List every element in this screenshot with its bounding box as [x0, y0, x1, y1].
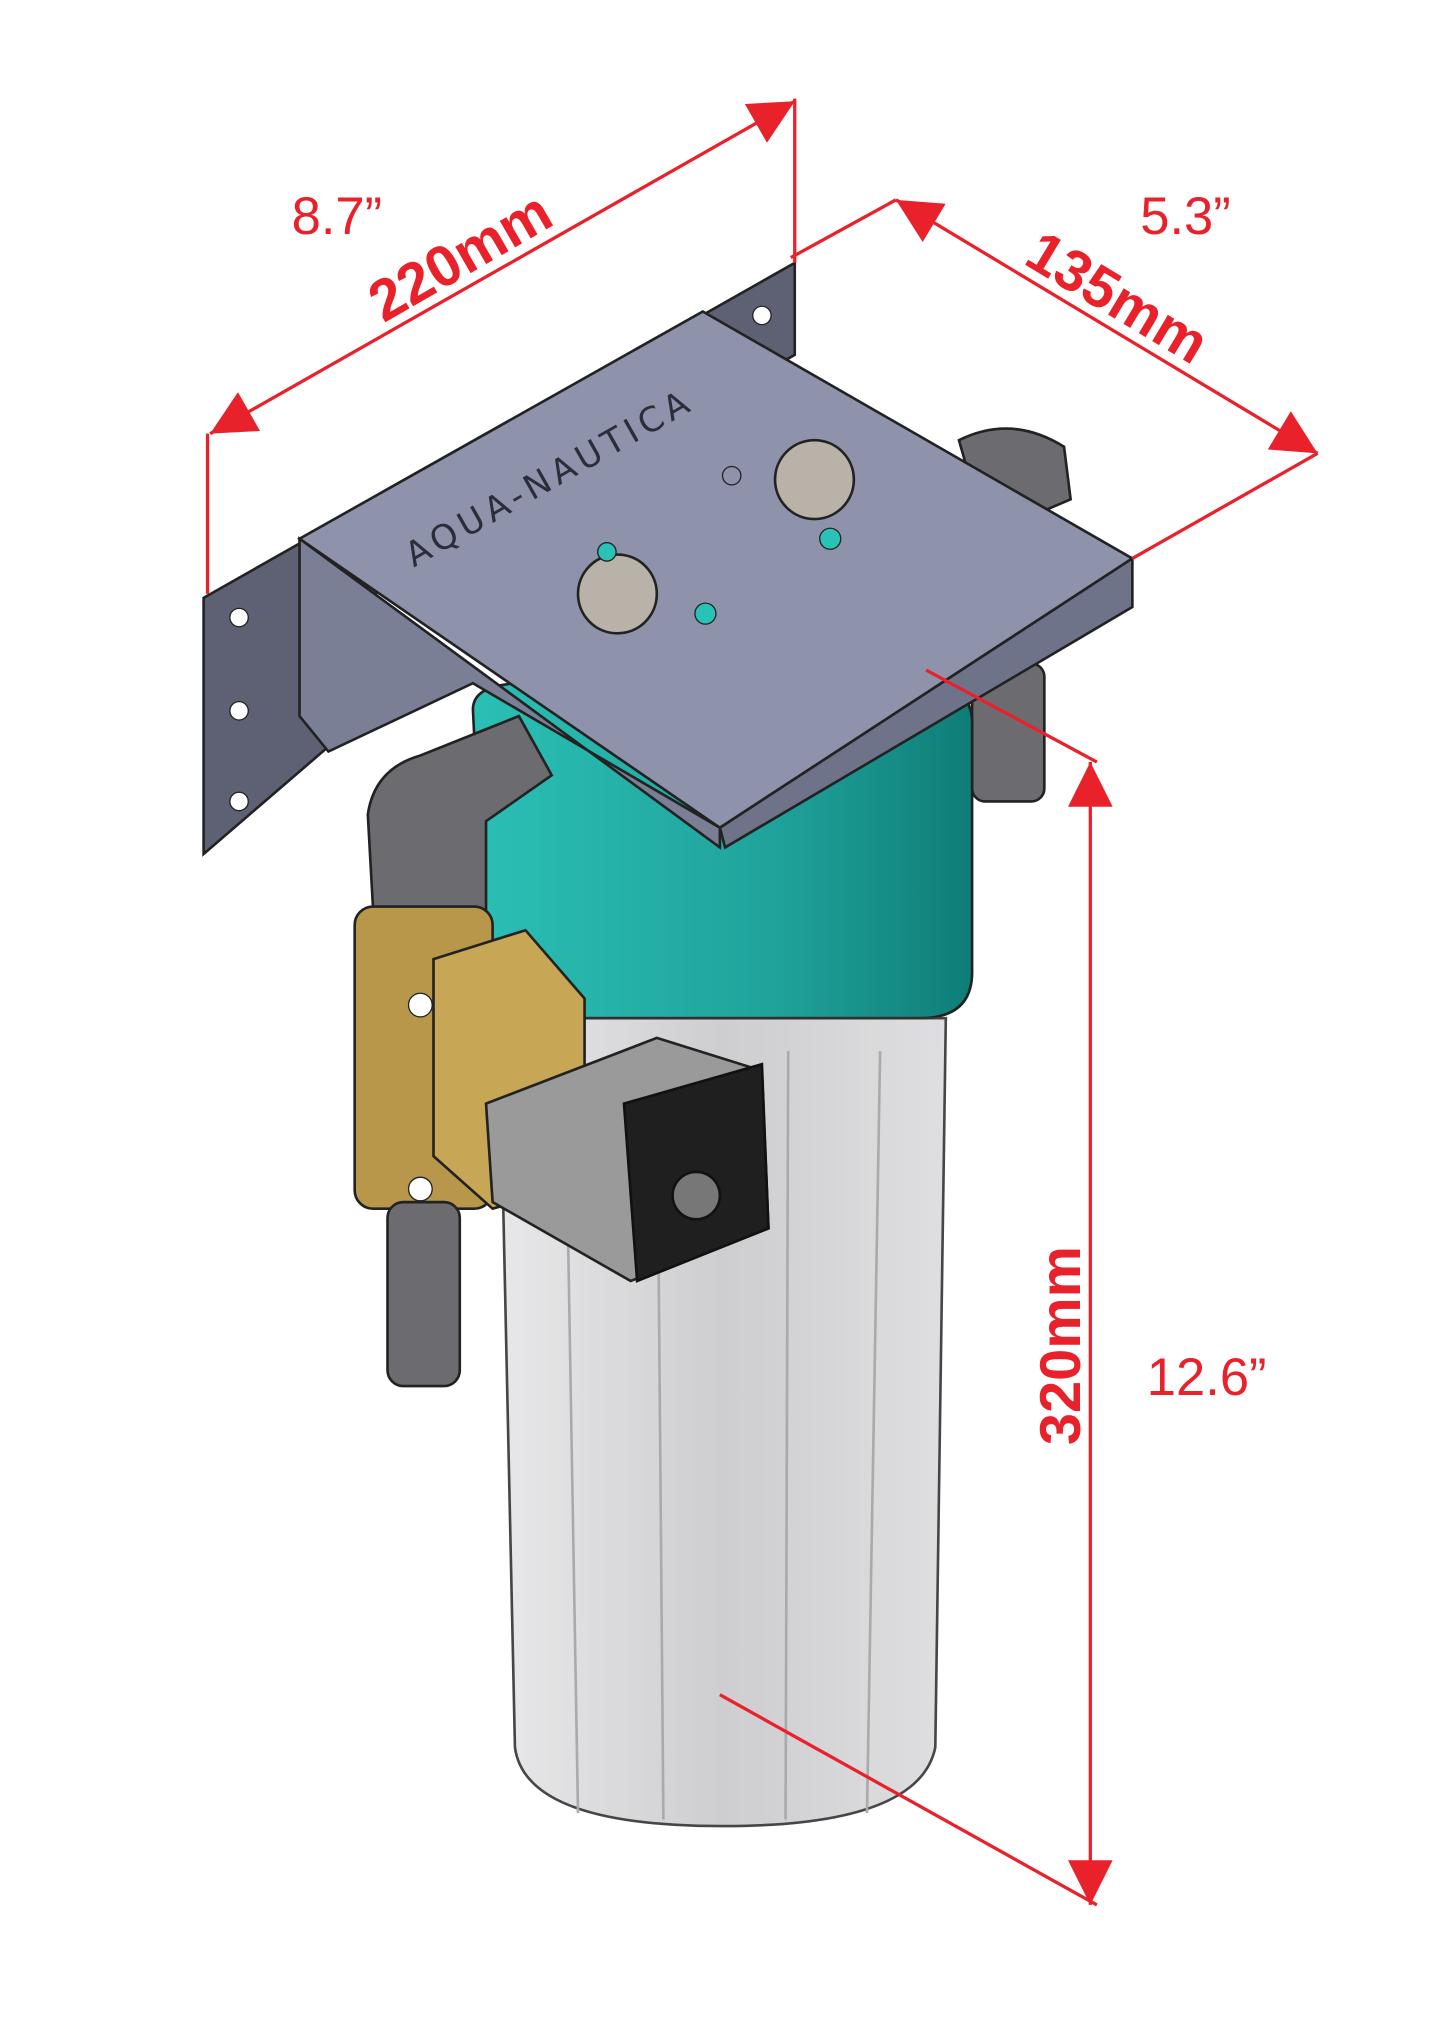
height-extension-line — [925, 668, 1098, 764]
inlet-elbow — [366, 714, 554, 935]
solenoid-nut — [671, 1170, 722, 1221]
height-imperial-label: 12.6” — [1147, 1348, 1267, 1407]
dimension-annotations — [205, 98, 1319, 1907]
width-imperial-label: 8.7” — [292, 187, 383, 246]
hose-barb — [386, 1200, 462, 1388]
depth-extension-line — [1131, 451, 1319, 560]
height-extension-line — [719, 1693, 1098, 1907]
depth-dimension-line — [895, 198, 1319, 455]
mount-hole — [229, 791, 249, 812]
width-metric-label: 220mm — [358, 180, 563, 335]
mount-hole — [229, 607, 249, 628]
screw — [773, 438, 856, 521]
screw — [576, 553, 659, 635]
filter-assembly: AQUA-NAUTICA — [202, 260, 1135, 1828]
depth-imperial-label: 5.3” — [1140, 187, 1231, 246]
mount-hole — [752, 305, 772, 326]
solenoid-coil — [484, 1036, 770, 1283]
width-dimension-line — [209, 99, 796, 436]
height-metric-label: 320mm — [1029, 1246, 1093, 1445]
mount-hole — [229, 700, 249, 721]
depth-extension-line — [790, 198, 897, 260]
